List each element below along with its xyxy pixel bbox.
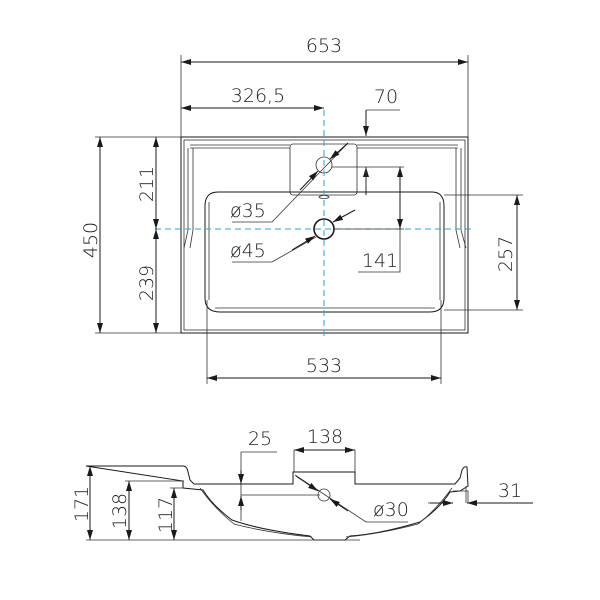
dim-drain-diameter: ø45	[230, 240, 266, 262]
overflow-hole	[317, 488, 331, 502]
top-view: 653 326,5 70 450 211 239 ø35 ø45 141	[80, 35, 523, 384]
dim-tap-hole-diameter: ø35	[230, 200, 266, 222]
dim-drain-to-front: 239	[136, 265, 158, 301]
dim-back-to-drain: 211	[136, 166, 158, 202]
dim-total-height: 171	[71, 486, 93, 522]
dim-overflow-offset: 25	[248, 428, 272, 450]
dim-height-117: 117	[155, 497, 177, 533]
dim-basin-depth: 257	[495, 236, 517, 272]
dim-overall-width: 653	[306, 35, 342, 57]
dim-half-width: 326,5	[231, 85, 285, 107]
dim-tap-deck-width: 138	[307, 426, 343, 448]
dim-overall-depth: 450	[80, 222, 102, 258]
dim-basin-width: 533	[306, 355, 342, 377]
side-view: 171 138 117 25 138 ø30 31	[71, 426, 533, 541]
sink-profile	[85, 465, 469, 541]
dim-rim-width: 31	[498, 480, 522, 502]
dim-tap-offset: 70	[374, 86, 398, 108]
dim-tap-to-drain: 141	[362, 250, 398, 272]
dim-overflow-diameter: ø30	[373, 499, 409, 521]
basin-outline	[204, 191, 445, 313]
dim-height-138: 138	[109, 493, 131, 529]
